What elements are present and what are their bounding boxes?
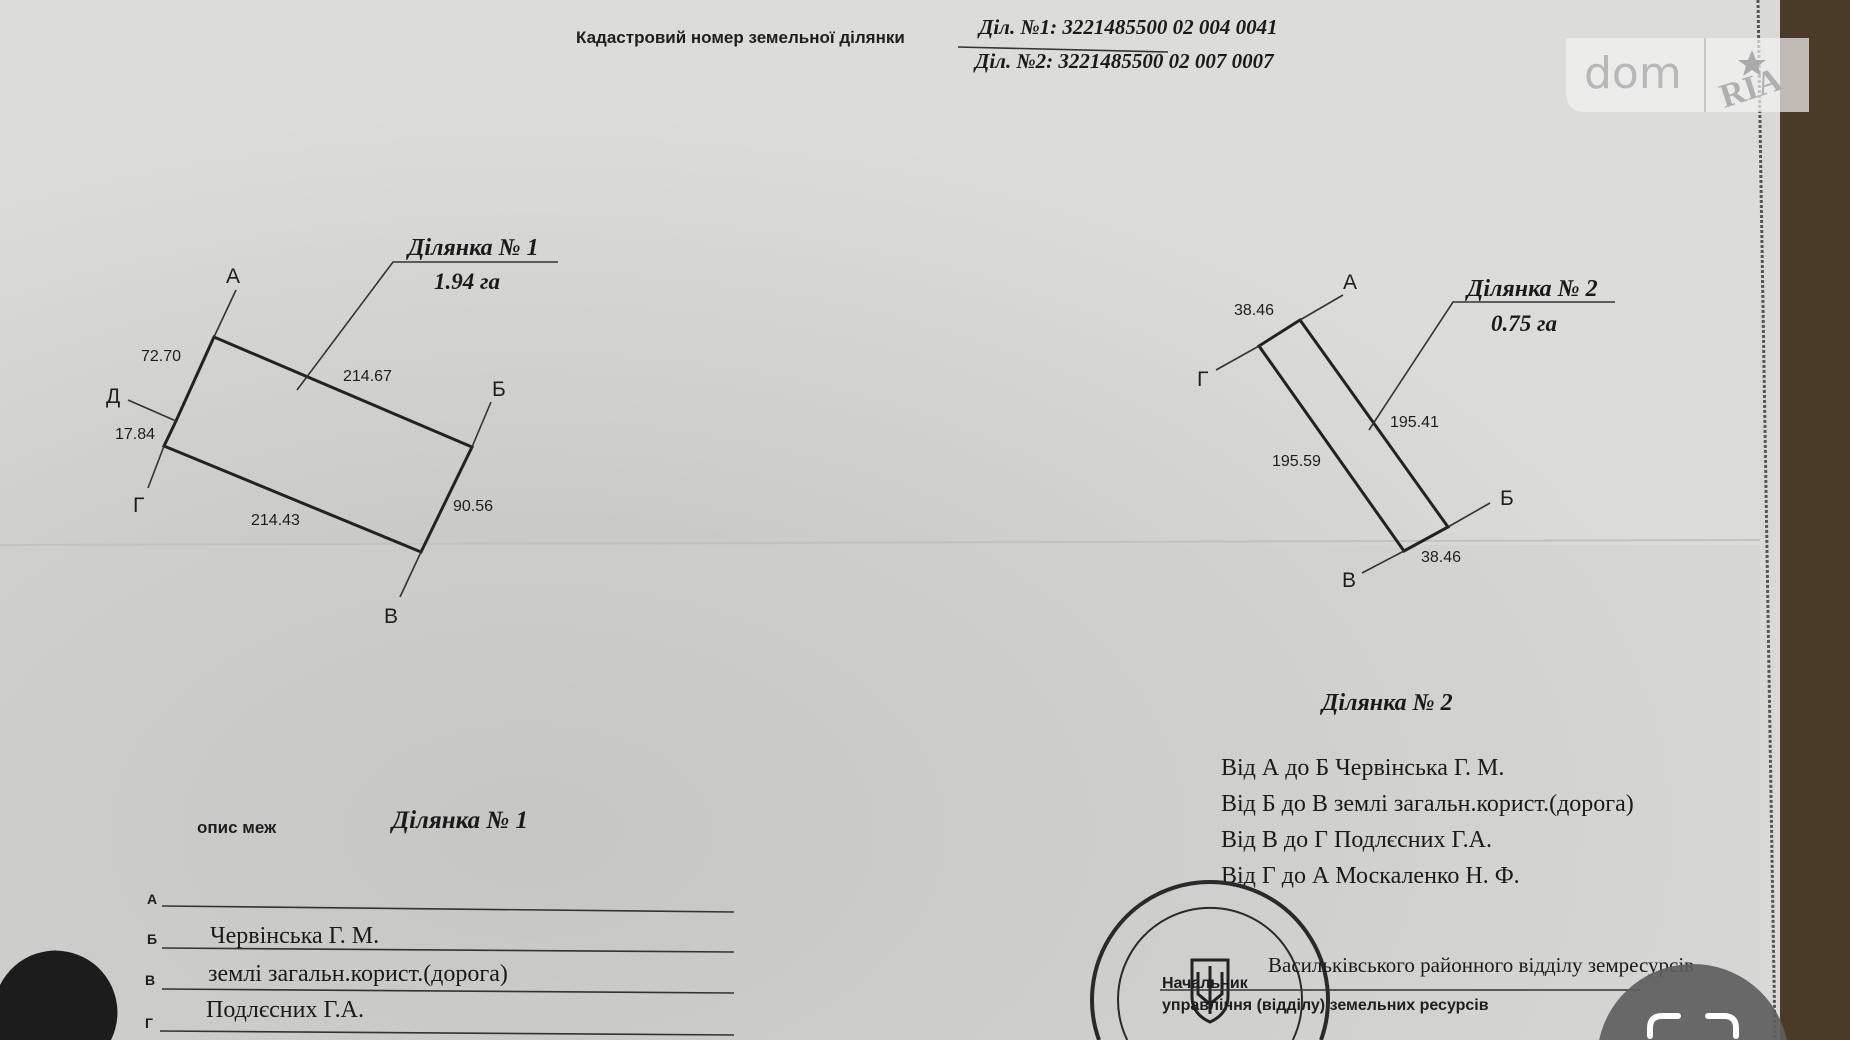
list-item: Від А до Б Червінська Г. М. — [1221, 755, 1504, 781]
plot1-point-v: В — [384, 605, 398, 628]
plot2-point-g: Г — [1197, 368, 1208, 391]
plot1-area: 1.94 га — [434, 269, 500, 294]
plot1-point-a: А — [226, 265, 240, 288]
list-item: Від В до Г Подлєсних Г.А. — [1221, 827, 1492, 853]
plot2-cadastral-number: Діл. №2: 3221485500 02 007 0007 — [973, 49, 1275, 73]
fold-line — [0, 539, 1761, 546]
plot1-diagram: А Б В Г Д 72.70 214.67 17.84 214.43 90.5… — [106, 235, 558, 628]
plot2-diagram: А Г Б В 38.46 195.41 195.59 38.46 Ділянк… — [1197, 271, 1615, 592]
plot2-title: Ділянка № 2 — [1465, 276, 1598, 302]
wood-background — [1780, 0, 1850, 1040]
plot1-side-d-g: 17.84 — [115, 426, 155, 443]
boundaries2-title: Ділянка № 2 — [1320, 690, 1453, 716]
position-line2: управління (відділу) земельних ресурсів — [1162, 997, 1489, 1014]
official-stamp — [1090, 879, 1330, 1040]
plot2-side-a-b: 195.41 — [1390, 414, 1439, 431]
paper-edge — [1756, 0, 1777, 1040]
plot2-point-v: В — [1342, 569, 1356, 592]
boundaries-heading: опис меж — [197, 818, 277, 837]
boundaries2-list: Від А до Б Червінська Г. М. Від Б до В з… — [1221, 755, 1634, 889]
plot1-title: Ділянка № 1 — [406, 235, 539, 261]
scan-frame-icon — [1647, 1013, 1739, 1039]
list-item: Від Г до А Москаленко Н. Ф. — [1221, 863, 1520, 889]
row-text: землі загальн.корист.(дорога) — [208, 961, 508, 987]
plot1-point-b: Б — [492, 378, 506, 401]
cadastral-label: Кадастровий номер земельної ділянки — [576, 28, 905, 47]
row-letter: Г — [145, 1015, 153, 1031]
plot1-cadastral-number: Діл. №1: 3221485500 02 004 0041 — [977, 15, 1278, 39]
star-icon — [1738, 50, 1766, 76]
plot2-point-a: А — [1343, 271, 1357, 294]
plot2-side-g-a: 38.46 — [1234, 302, 1274, 319]
row-text: Подлєсних Г.А. — [206, 997, 364, 1023]
row-letter: В — [145, 972, 155, 988]
row-letter: Б — [147, 931, 157, 947]
plot2-point-b: Б — [1500, 487, 1514, 510]
plot1-side-b-v: 90.56 — [453, 498, 493, 515]
plot1-side-a-b: 214.67 — [343, 368, 392, 385]
scan-button[interactable] — [1599, 963, 1787, 1040]
plot1-point-g: Г — [133, 494, 144, 517]
position-line1: Начальник — [1162, 975, 1249, 992]
boundaries1-title: Ділянка № 1 — [390, 807, 528, 834]
trident-icon — [1190, 958, 1230, 1024]
plot1-side-g-v: 214.43 — [251, 512, 300, 529]
list-item: Від Б до В землі загальн.корист.(дорога) — [1221, 791, 1634, 817]
department-name: Васильківського районного відділу земрес… — [1268, 953, 1694, 977]
boundaries1-list: А Б Червінська Г. М. В землі загальн.кор… — [145, 891, 735, 1036]
plot1-side-a-d: 72.70 — [141, 348, 181, 365]
dark-object — [0, 950, 118, 1040]
plot2-area: 0.75 га — [1491, 311, 1557, 336]
plot1-point-d: Д — [106, 385, 120, 408]
plot2-side-v-b: 38.46 — [1421, 549, 1461, 566]
row-text: Червінська Г. М. — [210, 923, 379, 949]
watermark-dom: dom — [1584, 48, 1682, 99]
watermark-logo: dom RIA — [1566, 38, 1809, 116]
row-letter: А — [147, 891, 157, 907]
plot2-side-g-v: 195.59 — [1272, 453, 1321, 470]
